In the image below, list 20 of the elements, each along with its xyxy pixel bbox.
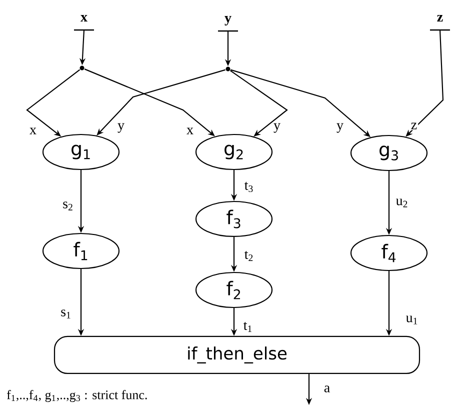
- input-terminal: x: [74, 15, 94, 31]
- function-box: if_then_else: [54, 336, 420, 374]
- edge-label: x: [28, 126, 38, 136]
- edge-label: u$_{2}$: [394, 198, 410, 208]
- edge-label: y: [116, 122, 126, 134]
- edge-label: s$_{1}$: [60, 308, 72, 320]
- edge-label: u$_{1}$: [404, 314, 420, 326]
- edge-label: t$_{2}$: [243, 250, 255, 262]
- input-terminal: y: [218, 16, 238, 32]
- edge-label: y: [272, 122, 282, 134]
- edge-label: y: [336, 122, 344, 134]
- input-terminal: z: [430, 15, 450, 31]
- note: f$_{1}$,..,f$_{4}$, g$_{1}$,..,g$_{3}$ : strict func.: [6, 390, 147, 402]
- edge-label: z: [410, 122, 418, 130]
- edge-label: t$_{3}$: [243, 180, 255, 194]
- arrow: [230, 70, 288, 136]
- edge-label: x: [186, 126, 194, 136]
- edge-label: a: [322, 384, 332, 394]
- edge-label: s$_{2}$: [62, 200, 74, 212]
- edge-label: t$_{1}$: [242, 320, 254, 333]
